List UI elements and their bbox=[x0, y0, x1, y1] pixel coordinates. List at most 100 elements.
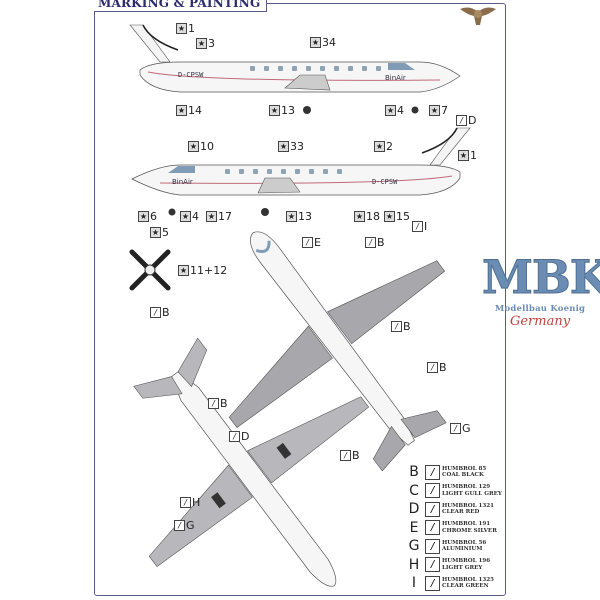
decal-callout: ★11+12 bbox=[178, 265, 227, 276]
logo-text: MBK bbox=[482, 250, 600, 305]
brush-icon: / bbox=[302, 237, 313, 248]
decal-icon: ★ bbox=[206, 211, 217, 222]
callout-label: D bbox=[241, 430, 250, 443]
callout-label: 11+12 bbox=[190, 264, 228, 277]
page-title: MARKING & PAINTING bbox=[94, 0, 268, 12]
paint-code: HUMBROL 56 bbox=[442, 539, 487, 546]
paint-callout: /H bbox=[180, 497, 200, 508]
brush-icon: / bbox=[425, 501, 440, 517]
decal-callout: ★4 bbox=[385, 105, 404, 116]
decal-callout: ★7 bbox=[429, 105, 448, 116]
paint-callout: /B bbox=[150, 307, 170, 318]
decal-callout: ★13 bbox=[286, 211, 312, 222]
callout-label: 34 bbox=[322, 36, 336, 49]
callout-label: 4 bbox=[397, 104, 404, 117]
brush-icon: / bbox=[427, 362, 438, 373]
paint-code: HUMBROL 1321 bbox=[442, 502, 495, 509]
mbk-logo: MBK Modellbau Koenig Germany bbox=[482, 250, 600, 330]
callout-label: 5 bbox=[162, 226, 169, 239]
decal-icon: ★ bbox=[429, 105, 440, 116]
decal-callout: ★2 bbox=[374, 141, 393, 152]
propeller-drawing bbox=[129, 249, 171, 291]
brush-icon: / bbox=[450, 423, 461, 434]
decal-callout: ★15 bbox=[384, 211, 410, 222]
paint-callout: /G bbox=[450, 423, 471, 434]
decal-icon: ★ bbox=[196, 38, 207, 49]
logo-country: Germany bbox=[509, 314, 571, 329]
callout-label: B bbox=[403, 320, 411, 333]
callout-label: B bbox=[439, 361, 447, 374]
callout-label: 3 bbox=[208, 37, 215, 50]
decal-callout: ★10 bbox=[188, 141, 214, 152]
decal-callout: ★4 bbox=[180, 211, 199, 222]
decal-icon: ★ bbox=[458, 150, 469, 161]
paint-callout: /B bbox=[208, 398, 228, 409]
brush-icon: / bbox=[425, 557, 440, 573]
decal-callout: ★34 bbox=[310, 37, 336, 48]
callout-label: G bbox=[462, 422, 471, 435]
callout-label: 15 bbox=[396, 210, 410, 223]
callout-label: B bbox=[162, 306, 170, 319]
paint-name: LIGHT GREY bbox=[442, 564, 483, 571]
decal-icon: ★ bbox=[286, 211, 297, 222]
bottom-view-aircraft bbox=[133, 337, 370, 587]
callout-label: B bbox=[377, 236, 385, 249]
decal-icon: ★ bbox=[269, 105, 280, 116]
side-view-right-aircraft: D-CPSW BinAir bbox=[131, 127, 471, 216]
top-view-aircraft bbox=[228, 231, 447, 472]
callout-label: 13 bbox=[298, 210, 312, 223]
decal-callout: ★33 bbox=[278, 141, 304, 152]
logo-subtitle: Modellbau Koenig bbox=[494, 304, 586, 314]
decal-icon: ★ bbox=[374, 141, 385, 152]
paint-callout: /B bbox=[365, 237, 385, 248]
registration-text: D-CPSW bbox=[178, 71, 204, 79]
decal-icon: ★ bbox=[138, 211, 149, 222]
paint-code: HUMBROL 191 bbox=[442, 521, 491, 528]
decal-icon: ★ bbox=[176, 23, 187, 34]
decal-callout: ★18 bbox=[354, 211, 380, 222]
callout-label: H bbox=[192, 496, 201, 509]
brush-icon: / bbox=[229, 431, 240, 442]
callout-label: G bbox=[186, 519, 195, 532]
callout-label: 10 bbox=[200, 140, 214, 153]
decal-callout: ★1 bbox=[176, 23, 195, 34]
brush-icon: / bbox=[391, 321, 402, 332]
legend-letter: D bbox=[408, 501, 420, 518]
brush-icon: / bbox=[425, 520, 440, 536]
decal-icon: ★ bbox=[385, 105, 396, 116]
callout-label: B bbox=[220, 397, 228, 410]
paint-callout: /D bbox=[456, 115, 476, 126]
callout-label: 4 bbox=[192, 210, 199, 223]
brush-icon: / bbox=[456, 115, 467, 126]
paint-name: CLEAR GREEN bbox=[442, 583, 489, 590]
callout-label: 13 bbox=[281, 104, 295, 117]
paint-callout: /E bbox=[302, 237, 321, 248]
brush-icon: / bbox=[425, 464, 440, 480]
callout-label: 17 bbox=[218, 210, 232, 223]
brush-icon: / bbox=[180, 497, 191, 508]
airline-text: BinAir bbox=[172, 178, 193, 186]
side-view-left-aircraft: D-CPSW BinAir bbox=[129, 24, 461, 114]
decal-icon: ★ bbox=[354, 211, 365, 222]
paint-code: HUMBROL 129 bbox=[442, 484, 491, 491]
callout-label: D bbox=[468, 114, 477, 127]
brush-icon: / bbox=[174, 520, 185, 531]
callout-label: 2 bbox=[386, 140, 393, 153]
paint-callout: /B bbox=[391, 321, 411, 332]
paint-callout: /G bbox=[174, 520, 195, 531]
paint-callout: /I bbox=[412, 221, 427, 232]
legend-letter: H bbox=[408, 556, 420, 573]
paint-callout: /B bbox=[427, 362, 447, 373]
decal-icon: ★ bbox=[180, 211, 191, 222]
